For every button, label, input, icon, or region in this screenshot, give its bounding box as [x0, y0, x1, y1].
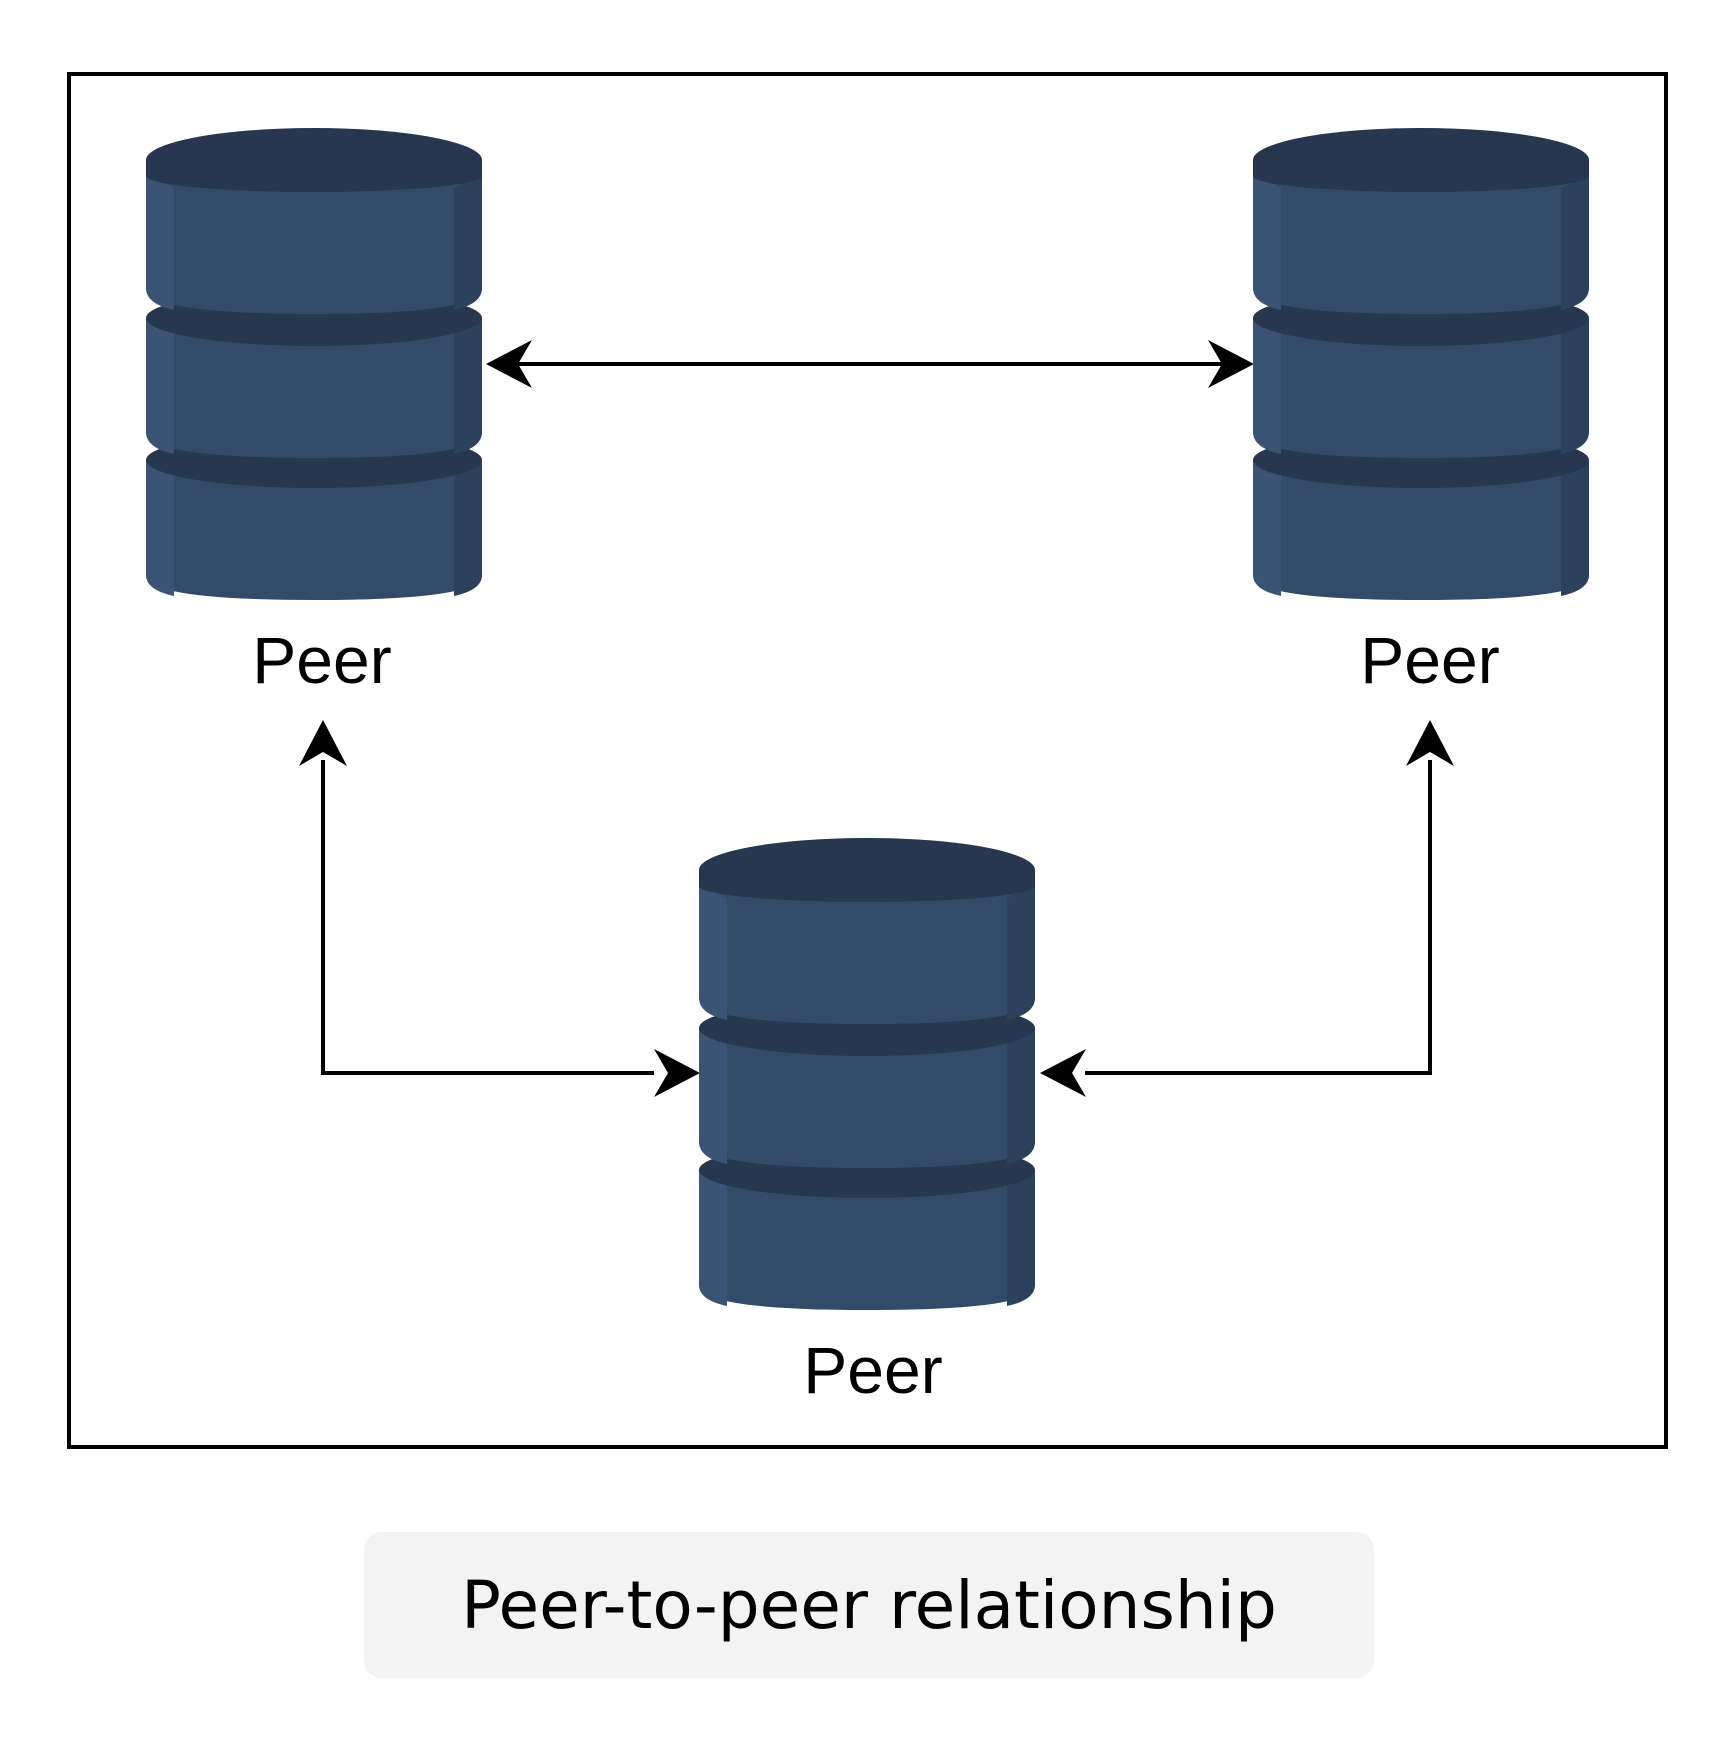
diagram-caption: Peer-to-peer relationship: [461, 1566, 1277, 1644]
arrowhead-left-icon: [1040, 1049, 1086, 1097]
connectors: [321, 362, 1432, 1075]
peer-top-right-label: Peer: [1360, 623, 1499, 697]
peer-top-left-database-icon: [146, 128, 482, 600]
peer-bottom-center-database-icon: [699, 838, 1035, 1310]
arrowhead-up-icon: [299, 720, 347, 766]
connector-top-left-to-bottom-center: [321, 760, 654, 1075]
arrowhead-right-icon: [1208, 340, 1254, 388]
peer-bottom-center-label: Peer: [803, 1333, 942, 1407]
caption-box: Peer-to-peer relationship: [364, 1532, 1374, 1678]
arrowhead-right-icon: [654, 1049, 700, 1097]
connector-top-right-to-bottom-center: [1085, 760, 1432, 1075]
arrowhead-up-icon: [1406, 720, 1454, 766]
peer-top-right-database-icon: [1253, 128, 1589, 600]
peer-top-left-label: Peer: [252, 623, 391, 697]
arrowhead-left-icon: [486, 340, 532, 388]
